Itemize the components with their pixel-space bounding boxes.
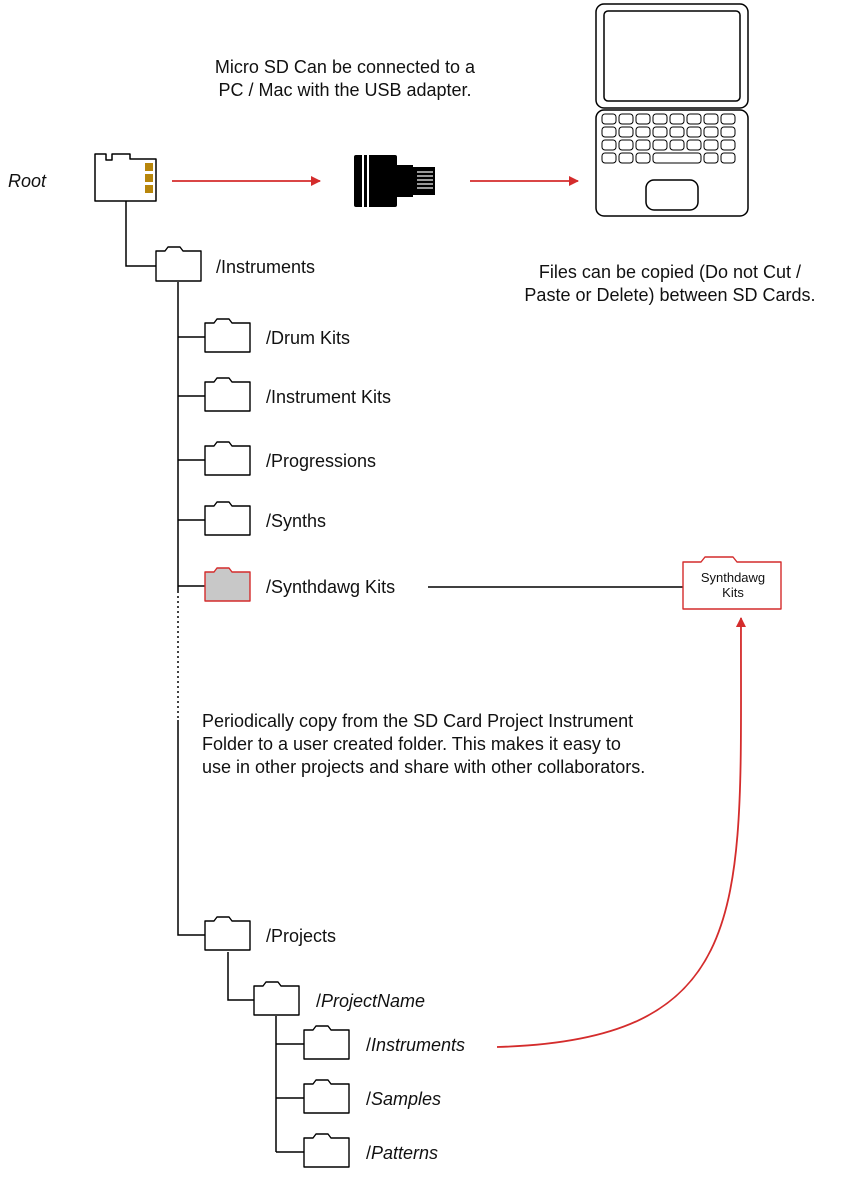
- folder-icon-synthdawg-kits: [204, 567, 251, 602]
- folder-label-samples: /Samples: [366, 1088, 441, 1111]
- laptop-icon: [595, 3, 749, 217]
- folder-icon-synths: [204, 501, 251, 536]
- note-connect-line-1: Micro SD Can be connected to a: [214, 57, 476, 77]
- arrow-instruments-to-user-folder: [496, 617, 746, 1048]
- usb-adapter-icon: [354, 155, 435, 207]
- microsd-card-icon: [94, 153, 157, 202]
- folder-label-drum-kits: /Drum Kits: [266, 328, 351, 348]
- folder-label-synthdawg-kits: /Synthdawg Kits: [266, 577, 396, 597]
- folder-label-project-name: /ProjectName: [316, 990, 425, 1013]
- note-connect-line-2: PC / Mac with the USB adapter.: [218, 80, 472, 100]
- folder-icon-projects: [204, 916, 251, 951]
- folder-label-patterns-text: Patterns: [371, 1143, 439, 1163]
- note-periodic-line-1: Periodically copy from the SD Card Proje…: [202, 711, 634, 731]
- root-label: Root: [8, 171, 47, 191]
- red-arrows: [172, 176, 746, 1048]
- folder-label-project-instruments-text: Instruments: [371, 1035, 466, 1055]
- folder-label-patterns-slash: /: [366, 1143, 372, 1163]
- folder-icon-drum-kits: [204, 318, 251, 353]
- note-periodic-line-3: use in other projects and share with oth…: [202, 757, 646, 777]
- folder-icon-samples: [303, 1079, 350, 1114]
- note-copy-files-line-2: Paste or Delete) between SD Cards.: [524, 285, 816, 305]
- folder-label-project-name-slash: /: [316, 991, 322, 1011]
- folder-icon-progressions: [204, 441, 251, 476]
- folder-label-instrument-kits: /Instrument Kits: [266, 387, 392, 407]
- folder-label-project-name-text: ProjectName: [321, 991, 426, 1011]
- user-folder-label-line-2: Kits: [722, 585, 744, 600]
- note-periodic: Periodically copy from the SD Card Proje…: [202, 710, 645, 779]
- note-copy-files: Files can be copied (Do not Cut / Paste …: [500, 261, 840, 307]
- folder-label-project-instruments: /Instruments: [366, 1034, 465, 1057]
- folder-label-samples-text: Samples: [371, 1089, 442, 1109]
- folder-label-synths: /Synths: [266, 511, 327, 531]
- tree-lines: [125, 200, 683, 1153]
- folder-label-progressions: /Progressions: [266, 451, 377, 471]
- user-folder-label: Synthdawg Kits: [686, 570, 780, 600]
- folder-label-samples-slash: /: [366, 1089, 372, 1109]
- user-folder-label-line-1: Synthdawg: [700, 570, 766, 585]
- folder-icon-user-synthdawg-kits: [682, 556, 782, 610]
- folder-label-projects: /Projects: [266, 926, 337, 946]
- folder-label-patterns: /Patterns: [366, 1142, 438, 1165]
- folder-icon-instrument-kits: [204, 377, 251, 412]
- note-copy-files-line-1: Files can be copied (Do not Cut /: [538, 262, 802, 282]
- folder-icon-project-name: [253, 981, 300, 1016]
- folder-icon-patterns: [303, 1133, 350, 1168]
- note-connect: Micro SD Can be connected to a PC / Mac …: [180, 56, 510, 102]
- folder-icon-project-instruments: [303, 1025, 350, 1060]
- note-periodic-line-2: Folder to a user created folder. This ma…: [202, 734, 621, 754]
- folder-label-instruments: /Instruments: [216, 257, 316, 277]
- folder-label-project-instruments-slash: /: [366, 1035, 372, 1055]
- folder-icon-instruments: [155, 246, 202, 282]
